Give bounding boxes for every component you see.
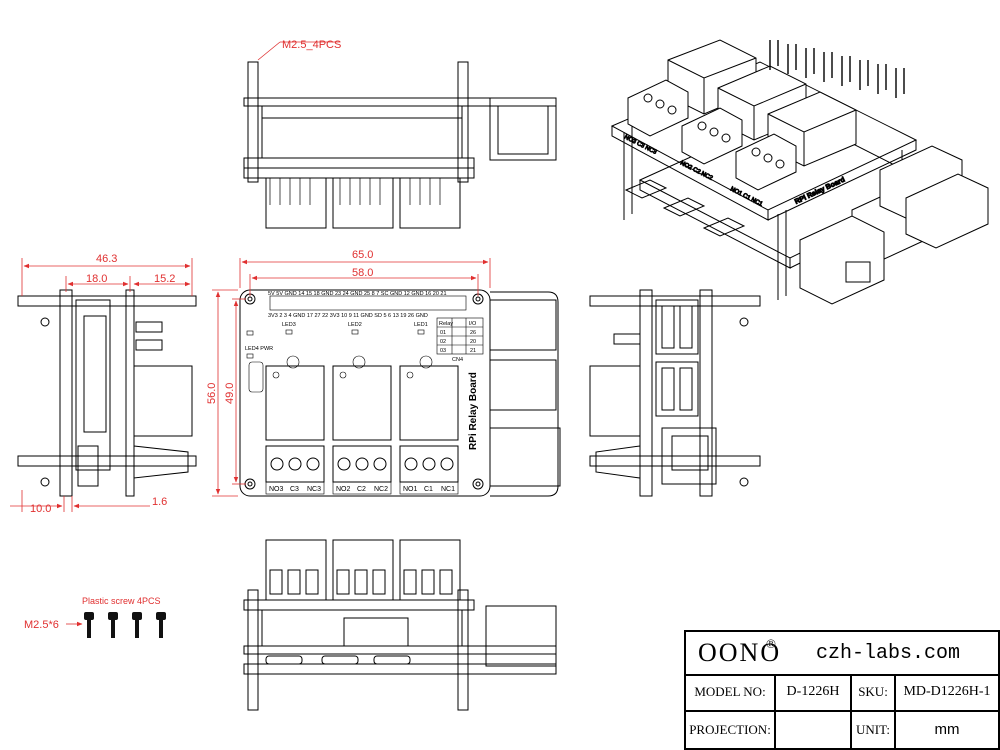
screw-title: Plastic screw 4PCS: [82, 596, 161, 606]
dim-depth-b: 15.2: [154, 273, 175, 285]
dim-depth-d: 1.6: [152, 496, 167, 508]
io-row-3: 21: [470, 348, 476, 354]
terminal-c2: C2: [357, 486, 366, 493]
relay-row-3: 03: [440, 348, 446, 354]
isometric-view: NO3 C3 NC3 NO2 C2 NC2 NO1 C1 NC1 RPi Rel…: [610, 39, 989, 305]
terminal-no3: NO3: [269, 486, 284, 493]
relay-header: Relay: [439, 321, 453, 327]
dim-width-total: 65.0: [352, 249, 373, 261]
terminal-nc3: NC3: [307, 486, 321, 493]
sku-label: SKU:: [852, 674, 896, 710]
projection-label: PROJECTION:: [686, 712, 776, 748]
title-block: OONO ® czh-labs.com MODEL NO: D-1226H SK…: [684, 630, 1000, 750]
standoff-note: M2.5_4PCS: [282, 39, 341, 51]
led4-label: LED4 PWR: [245, 346, 273, 352]
screw-size: M2.5*6: [24, 619, 59, 631]
dim-hole-spacing-y: 49.0: [224, 383, 236, 404]
dim-depth-a: 18.0: [86, 273, 107, 285]
terminal-nc2: NC2: [374, 486, 388, 493]
terminal-no2: NO2: [336, 486, 351, 493]
unit-value: mm: [934, 721, 960, 738]
model-label: MODEL NO:: [686, 674, 776, 710]
dim-height-total: 56.0: [206, 383, 218, 404]
led2-label: LED2: [348, 322, 362, 328]
left-side-view: 46.3 18.0 15.2 10.0 1.6: [10, 253, 197, 515]
gpio-top-labels: 5V 5V GND 14 15 18 GND 23 24 GND 25 8 7 …: [268, 291, 447, 297]
dim-depth-total: 46.3: [96, 253, 117, 265]
led3-label: LED3: [282, 322, 296, 328]
io-row-1: 26: [470, 330, 476, 336]
front-view: 5V 5V GND 14 15 18 GND 23 24 GND 25 8 7 …: [206, 249, 561, 497]
terminal-no1: NO1: [403, 486, 418, 493]
top-elevation-view: M2.5_4PCS: [243, 39, 557, 229]
brand-name: OONO: [698, 638, 782, 667]
unit-label: UNIT:: [852, 712, 896, 748]
sku-value: MD-D1226H-1: [903, 684, 991, 699]
plastic-screws: Plastic screw 4PCS M2.5*6: [24, 596, 166, 638]
led1-label: LED1: [414, 322, 428, 328]
iso-terminal-2: NO2 C2 NC2: [679, 160, 714, 182]
gpio-bottom-labels: 3V3 2 3 4 GND 17 27 22 3V3 10 9 11 GND S…: [268, 313, 428, 319]
relay-row-2: 02: [440, 339, 446, 345]
dim-hole-spacing-x: 58.0: [352, 267, 373, 279]
terminal-c1: C1: [424, 486, 433, 493]
model-value: D-1226H: [776, 674, 852, 710]
projection-symbol-cell: [776, 712, 852, 748]
cn4-label: CN4: [452, 357, 463, 363]
io-header: I/O: [469, 321, 477, 327]
board-name: RPi Relay Board: [468, 372, 479, 450]
terminal-nc1: NC1: [441, 486, 455, 493]
right-side-view: [589, 289, 761, 497]
website: czh-labs.com: [816, 642, 961, 665]
dim-depth-c: 10.0: [30, 503, 51, 515]
iso-board-name: RPi Relay Board: [794, 176, 846, 205]
relay-row-1: 01: [440, 330, 446, 336]
terminal-c3: C3: [290, 486, 299, 493]
relay-io-table: Relay I/O 01 26 02 20 03 21 CN4: [436, 317, 484, 363]
brand-registered-mark: ®: [766, 636, 776, 651]
bottom-elevation-view: [243, 539, 557, 711]
io-row-2: 20: [470, 339, 476, 345]
